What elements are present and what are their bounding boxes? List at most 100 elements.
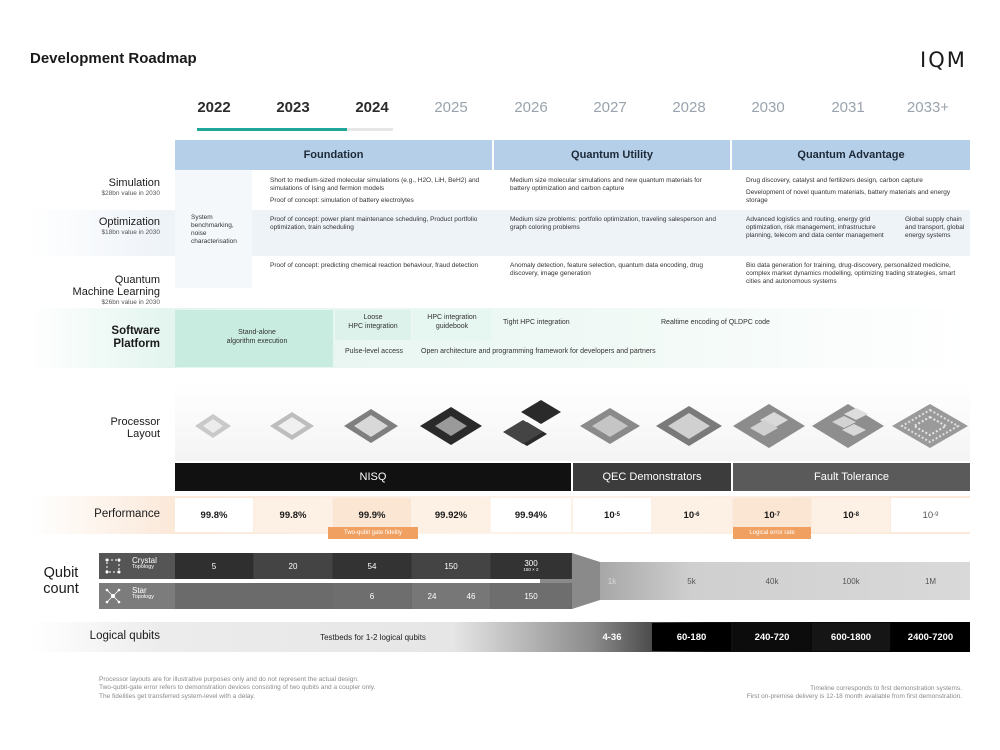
iqm-logo: IQM [920,48,967,72]
processor-chips [195,400,968,448]
error-rate-2033: 10-9 [891,498,970,532]
logical-2031: 600-1800 [812,623,890,651]
logical-2030: 240-720 [733,623,811,651]
guidebook-cell [413,310,491,340]
crystal-qubits-2025: 150 [412,553,490,579]
footnote-left: Processor layouts are for illustrative p… [99,676,376,700]
star-qubits-2024: 6 [333,583,411,609]
row-label-qml: Quantum Machine Learning $26bn value in … [72,274,160,307]
phase-advantage: Quantum Advantage [732,140,970,170]
chip-2033-icon [892,404,968,448]
star-topology-label: Star Topology [132,586,155,601]
qubits-2030: 40k [765,576,779,586]
loose-hpc-cell [335,310,411,340]
fidelity-2025: 99.92% [412,498,490,532]
year-2031: 2031 [831,99,865,116]
standalone-cell [175,310,333,367]
logical-2033: 2400-7200 [891,623,970,651]
qubits-2027: 1k [607,576,617,586]
logical-2027: 4-36 [602,631,622,643]
year-2026: 2026 [514,99,548,116]
star-qubits-2025b: 46 [452,583,490,609]
qubits-2033: 1M [924,576,937,586]
opt-advantage-text-1: Advanced logistics and routing, energy g… [746,216,884,240]
chip-2027-icon [580,408,640,444]
opt-utility-text: Medium size problems: portfolio optimiza… [510,216,716,232]
qml-foundation-text: Proof of concept: predicting chemical re… [270,262,479,269]
crystal-topology-label: Crystal Topology [132,556,157,571]
current-year-indicator [197,128,393,131]
crystal-qubits-2023: 20 [254,553,332,579]
chip-2028-icon [656,406,722,446]
error-rate-2027: 10-5 [573,498,651,532]
chip-2026-icon [503,400,561,446]
year-2028: 2028 [672,99,706,116]
fidelity-2024: 99.9% [333,498,411,532]
sim-foundation-text-1: Short to medium-sized molecular simulati… [270,177,480,193]
chip-2030-icon [733,404,805,448]
chip-2031-icon [812,404,884,448]
row-label-logical-qubits: Logical qubits [89,630,160,642]
software-realtime-qldpc: Realtime encoding of QLDPC code [661,319,770,326]
logical-testbeds: Testbeds for 1-2 logical qubits [320,632,426,642]
fidelity-2026: 99.94% [491,498,571,532]
benchmark-cell [175,170,252,288]
row-label-performance: Performance [94,508,160,520]
crystal-qubits-2026: 300 150 × 2 [491,553,571,579]
fidelity-2023: 99.8% [254,498,332,532]
chip-2024-icon [344,409,398,443]
software-standalone: Stand-alone algorithm execution [226,329,288,345]
opt-advantage-text-2: Global supply chain and transport, globa… [905,216,965,240]
crystal-qubits-2024: 54 [333,553,411,579]
year-2023: 2023 [276,99,310,116]
row-label-optimization: Optimization $18bn value in 2030 [98,216,160,237]
crystal-label-cell [99,553,175,579]
opt-foundation-text: Proof of concept: power plant maintenanc… [270,216,478,232]
tag-two-qubit-fidelity: Two-qubit gate fidelity [328,527,418,539]
chip-2022-icon [195,414,231,438]
phase-utility: Quantum Utility [494,140,730,170]
year-progress [197,128,347,131]
qml-advantage-text: Bio data generation for training, drug-d… [746,262,956,286]
software-tight-hpc: Tight HPC integration [503,319,570,326]
error-rate-2031: 10-8 [812,498,890,532]
qubits-2028: 5k [687,576,696,586]
future-qubit-band [572,562,970,600]
fidelity-2022: 99.8% [175,498,253,532]
software-guidebook: HPC integration guidebook [427,314,477,330]
row-label-simulation: Simulation $28bn value in 2030 [101,177,160,198]
sim-foundation-text-2: Proof of concept: simulation of battery … [270,197,414,204]
software-loose-hpc: Loose HPC integration [348,314,398,330]
chip-2023-icon [270,412,314,440]
year-2022: 2022 [197,99,231,116]
chip-2025-icon [420,407,482,445]
row-label-qubit-count: Qubit count [43,565,79,597]
year-2025: 2025 [434,99,468,116]
band-fault-tolerance: Fault Tolerance [733,463,970,491]
band-nisq: NISQ [175,463,571,491]
qubits-2031: 100k [842,576,860,586]
sim-advantage-text-1: Drug discovery, catalyst and fertilizers… [746,177,923,184]
page-title: Development Roadmap [30,50,197,67]
logical-2028: 60-180 [652,623,731,651]
sim-utility-text: Medium size molecular simulations and ne… [510,177,702,193]
band-qec: QEC Demonstrators [573,463,731,491]
software-open-architecture: Open architecture and programming framew… [421,348,656,355]
year-2024: 2024 [355,99,389,116]
star-qubits-2025a: 24 [412,583,452,609]
sim-advantage-text-2: Development of novel quantum materials, … [746,189,951,205]
benchmark-text: System benchmarking, noise characterisat… [191,214,237,246]
qml-utility-text: Anomaly detection, feature selection, qu… [510,262,703,278]
star-topology-icon [105,588,121,604]
year-2027: 2027 [593,99,627,116]
crystal-grid-icon [105,558,121,574]
star-qubits-2026: 150 [491,583,571,609]
software-row-bg [30,308,970,368]
software-pulse-level: Pulse-level access [345,348,403,355]
phase-foundation: Foundation [175,140,492,170]
row-label-processor: Processor Layout [110,416,160,441]
year-2033: 2033+ [906,99,950,116]
footnote-right: Timeline corresponds to first demonstrat… [746,685,962,701]
crystal-qubits-2022: 5 [175,553,253,579]
row-label-software: Software Platform [111,325,160,350]
